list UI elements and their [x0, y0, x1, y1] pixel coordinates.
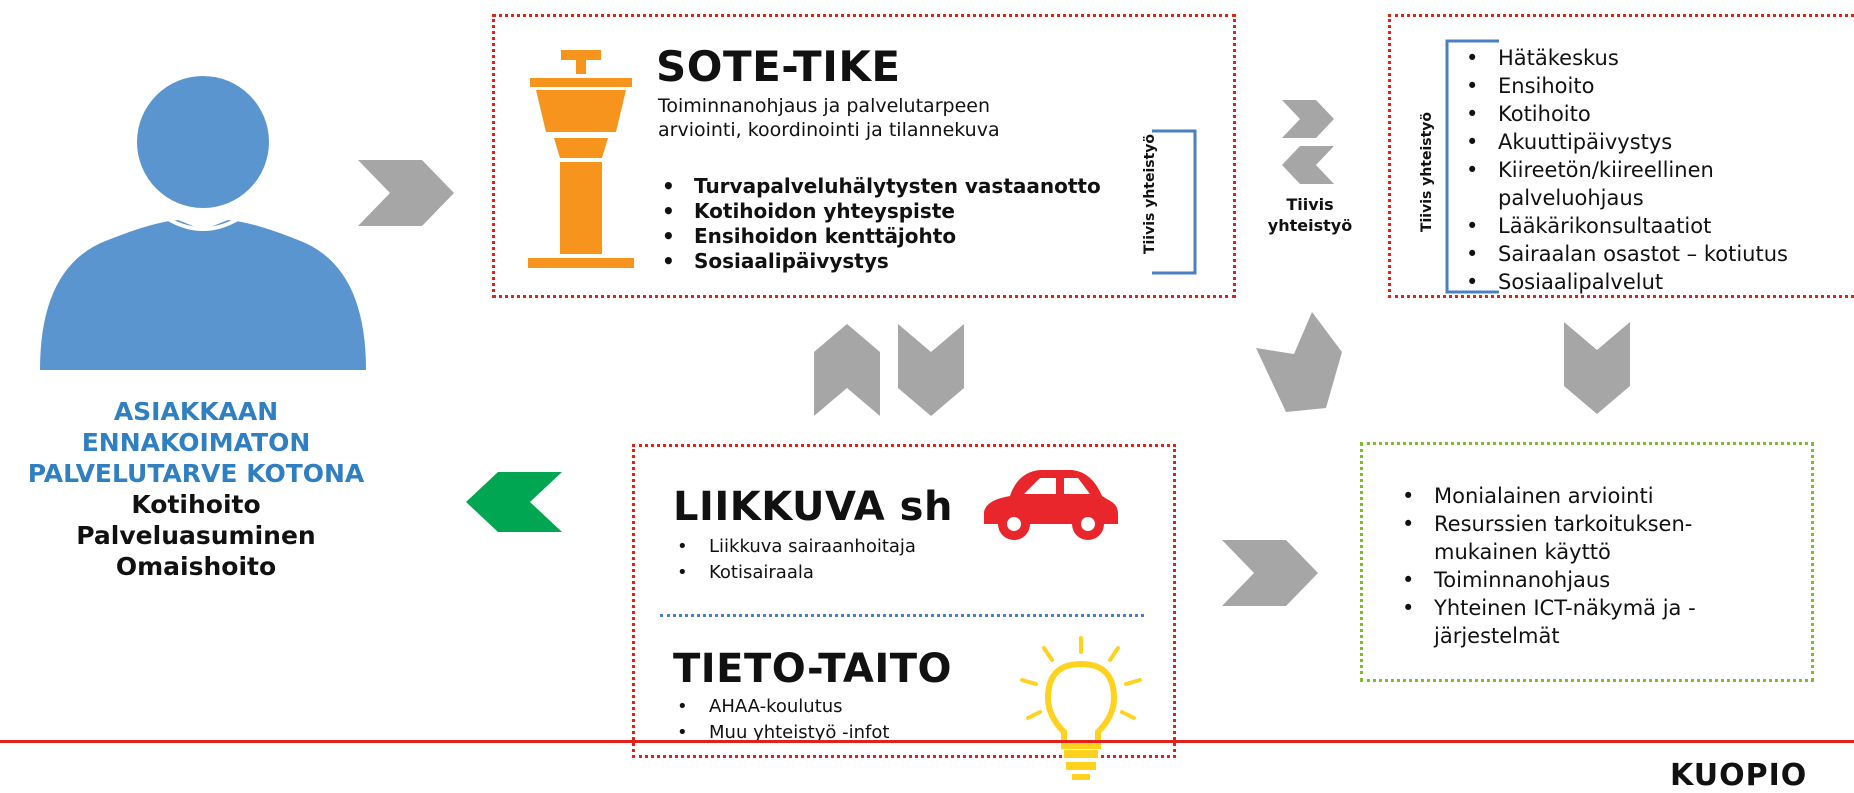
tieto-taito-title: TIETO-TAITO	[673, 646, 953, 692]
client-text: ASIAKKAAN ENNAKOIMATON PALVELUTARVE KOTO…	[0, 396, 392, 582]
list-item: Akuuttipäivystys	[1462, 128, 1852, 156]
control-tower-icon	[528, 50, 634, 268]
chevron-left-icon	[1282, 146, 1334, 184]
partners-box	[1388, 14, 1854, 298]
list-item: Toiminnanohjaus	[1398, 566, 1768, 594]
client-line: ENNAKOIMATON	[81, 428, 311, 457]
client-line: PALVELUTARVE KOTONA	[27, 459, 365, 488]
liikkuva-title: LIIKKUVA sh	[673, 484, 953, 530]
partners-side-label: Tiivis yhteistyö	[1419, 111, 1435, 233]
liikkuva-list: Liikkuva sairaanhoitaja Kotisairaala	[673, 534, 1053, 586]
sote-tike-title: SOTE-TIKE	[656, 42, 901, 91]
partners-list: Hätäkeskus Ensihoito Kotihoito Akuuttipä…	[1462, 44, 1852, 296]
list-item: Ensihoito	[1462, 72, 1852, 100]
person-icon	[40, 76, 366, 370]
tieto-taito-list: AHAA-koulutus Muu yhteistyö -infot	[673, 694, 1053, 746]
client-line: Omaishoito	[115, 552, 277, 581]
chevron-up-icon	[814, 324, 880, 416]
footer-line	[0, 740, 1854, 743]
list-item: Monialainen arviointi	[1398, 482, 1768, 510]
middle-label: Tiivis yhteistyö	[1267, 195, 1353, 235]
list-item: Sosiaalipäivystys	[658, 249, 1138, 274]
client-line: Kotihoito	[131, 490, 261, 519]
kuopio-logo: KUOPIO	[1670, 758, 1808, 793]
liikkuva-box	[632, 444, 1176, 758]
list-item: Ensihoidon kenttäjohto	[658, 224, 1138, 249]
list-item: Sairaalan osastot – kotiutus	[1462, 240, 1852, 268]
chevron-down-icon	[1564, 322, 1630, 414]
car-icon	[984, 470, 1118, 540]
client-line: ASIAKKAAN	[113, 397, 279, 426]
list-item: Hätäkeskus	[1462, 44, 1852, 72]
list-item: Yhteinen ICT-näkymä ja -järjestelmät	[1398, 594, 1768, 650]
chevron-right-icon	[358, 160, 454, 226]
sote-tike-list: Turvapalveluhälytysten vastaanotto Kotih…	[658, 174, 1138, 274]
list-item: Kotisairaala	[673, 560, 1053, 586]
list-item: Kotihoidon yhteyspiste	[658, 199, 1138, 224]
outcomes-box	[1360, 442, 1814, 682]
list-item: AHAA-koulutus	[673, 694, 1053, 720]
list-item: Lääkärikonsultaatiot	[1462, 212, 1852, 240]
chevron-right-icon	[1282, 100, 1334, 138]
chevron-down-icon	[898, 324, 964, 416]
chevron-diagonal-icon	[1256, 312, 1342, 412]
list-item: Resurssien tarkoituksen-mukainen käyttö	[1398, 510, 1768, 566]
client-line: Palveluasuminen	[76, 521, 316, 550]
sote-tike-subtitle: Toiminnanohjaus ja palvelutarpeen arvioi…	[658, 95, 1000, 141]
lightbulb-icon	[1020, 636, 1142, 780]
list-item: Sosiaalipalvelut	[1462, 268, 1852, 296]
list-item: Kiireetön/kiireellinen palveluohjaus	[1462, 156, 1852, 212]
bracket-icon	[1152, 129, 1197, 275]
list-item: Liikkuva sairaanhoitaja	[673, 534, 1053, 560]
list-item: Turvapalveluhälytysten vastaanotto	[658, 174, 1138, 199]
list-item: Muu yhteistyö -infot	[673, 720, 1053, 746]
chevron-left-green-icon	[466, 472, 562, 532]
outcomes-list: Monialainen arviointi Resurssien tarkoit…	[1398, 482, 1768, 650]
section-divider	[660, 614, 1144, 617]
sote-tike-box	[492, 14, 1236, 298]
chevron-right-icon	[1222, 540, 1318, 606]
list-item: Kotihoito	[1462, 100, 1852, 128]
